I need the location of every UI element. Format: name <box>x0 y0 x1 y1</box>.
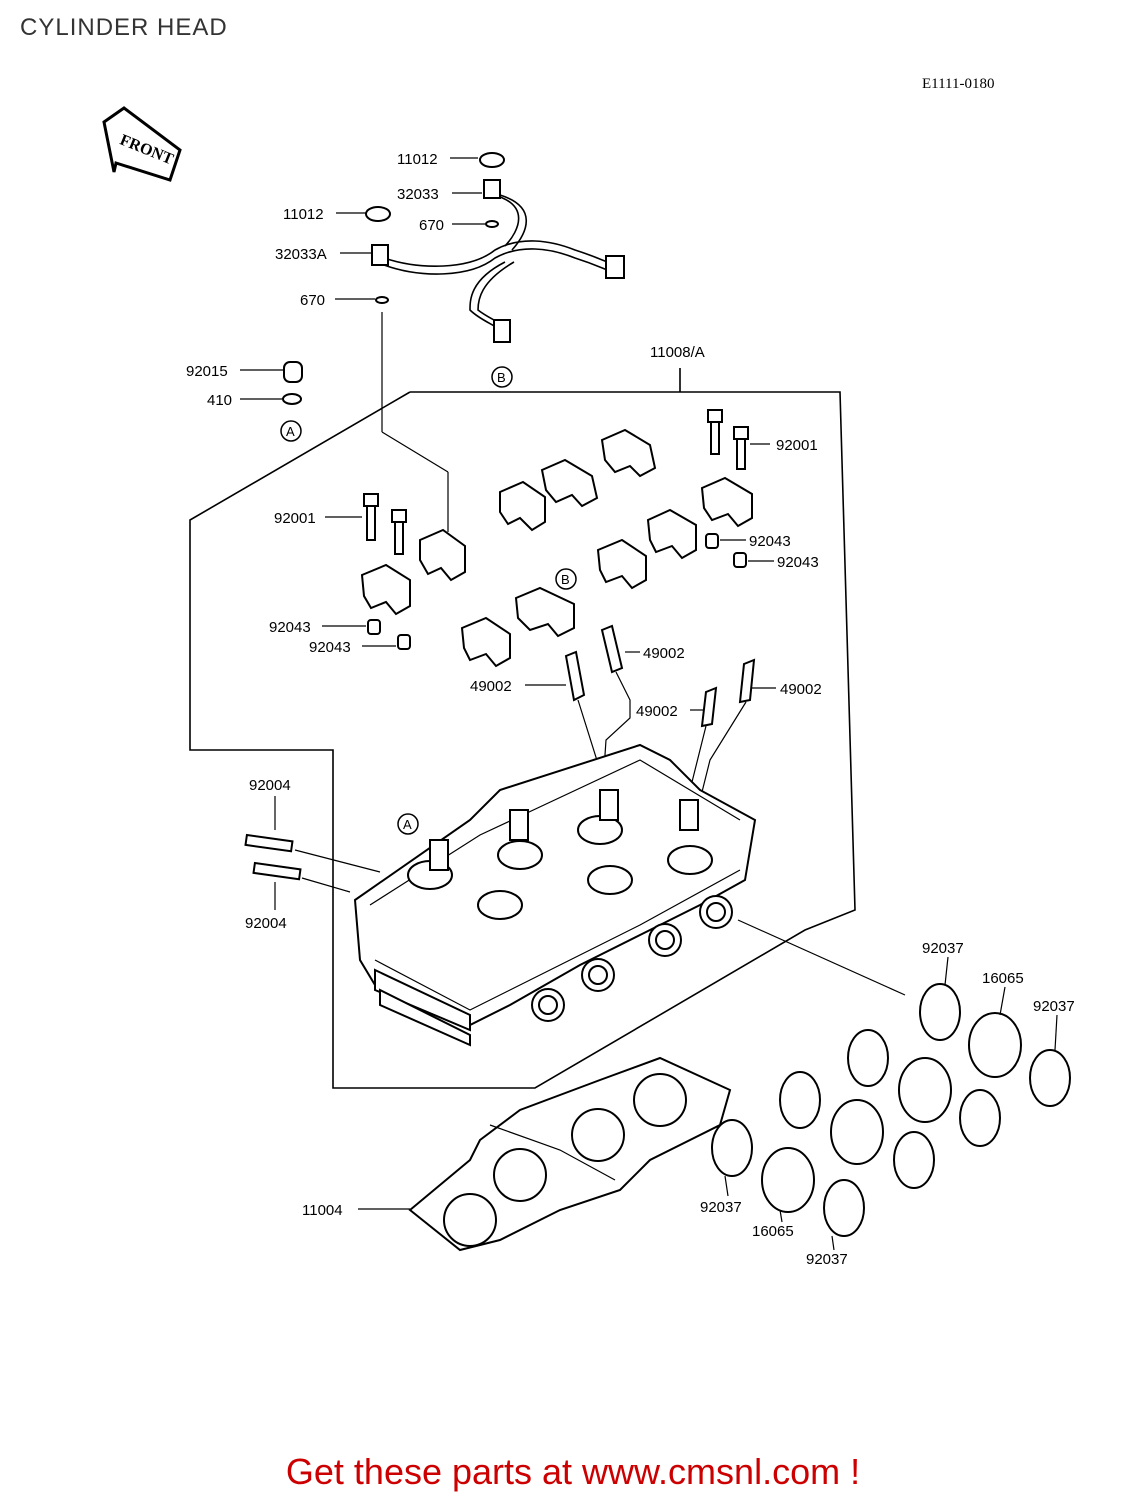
head-gasket <box>408 1056 732 1252</box>
leader-lines <box>240 157 1058 1251</box>
part-label: 92015 <box>186 363 228 380</box>
studs <box>244 833 381 893</box>
callout-b-mid: B <box>555 568 577 590</box>
part-label: 92004 <box>249 777 291 794</box>
part-label: 92037 <box>922 940 964 957</box>
callout-a-top: A <box>280 420 302 442</box>
part-label: 49002 <box>643 645 685 662</box>
diagram-code: E1111-0180 <box>922 76 995 92</box>
part-label: 11012 <box>397 151 438 168</box>
part-label: 92001 <box>274 510 316 527</box>
cylinder-head <box>353 743 757 1047</box>
part-label: 92043 <box>309 639 351 656</box>
part-label: 92001 <box>776 437 818 454</box>
part-labels: 11012 32033 11012 670 32033A 670 11008/A… <box>186 151 1075 1268</box>
part-label: 49002 <box>780 681 822 698</box>
cap-bolts <box>363 409 749 555</box>
part-label: 410 <box>207 392 232 409</box>
svg-text:A: A <box>286 424 295 439</box>
part-label: 11004 <box>302 1202 343 1219</box>
camshaft-caps <box>360 428 753 668</box>
part-label: 11008/A <box>650 344 705 361</box>
cap-nut <box>282 361 303 405</box>
part-label: 11012 <box>283 206 324 223</box>
part-label: 92037 <box>806 1251 848 1268</box>
callout-b-top: B <box>491 366 513 388</box>
part-label: 92004 <box>245 915 287 932</box>
svg-text:B: B <box>497 370 506 385</box>
part-label: 670 <box>300 292 325 309</box>
svg-text:B: B <box>561 572 570 587</box>
dowel-pins <box>367 533 747 650</box>
part-label: 32033A <box>275 246 327 263</box>
page-title: CYLINDER HEAD <box>20 14 228 41</box>
part-label: 49002 <box>470 678 512 695</box>
part-label: 92043 <box>777 554 819 571</box>
intake-holders <box>711 983 1071 1237</box>
part-label: 92037 <box>1033 998 1075 1015</box>
part-label: 92043 <box>749 533 791 550</box>
callout-a-mid: A <box>397 813 419 835</box>
promo-link[interactable]: Get these parts at www.cmsnl.com ! <box>285 1451 861 1492</box>
front-arrow-icon: FRONT <box>102 106 182 182</box>
part-label: 32033 <box>397 186 439 203</box>
part-label: 49002 <box>636 703 678 720</box>
svg-text:A: A <box>403 817 412 832</box>
part-label: 16065 <box>982 970 1024 987</box>
valve-guides <box>564 624 756 801</box>
part-label: 92043 <box>269 619 311 636</box>
oil-pipe-assembly <box>365 152 625 343</box>
assembly-outline <box>189 368 856 1089</box>
part-label: 16065 <box>752 1223 794 1240</box>
part-label: 670 <box>419 217 444 234</box>
part-label: 92037 <box>700 1199 742 1216</box>
